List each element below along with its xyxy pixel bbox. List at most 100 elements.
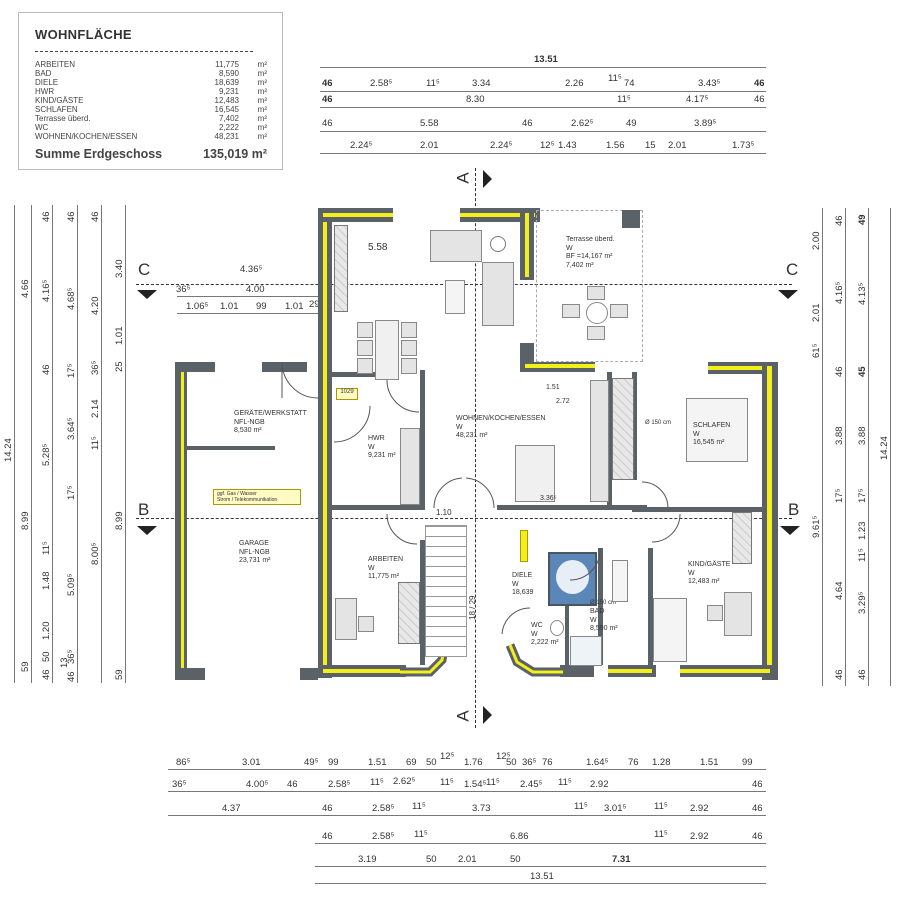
insulation	[460, 213, 535, 217]
dimension-label: 76	[628, 757, 639, 768]
dimension-label: 1.64⁵	[586, 757, 609, 768]
dimension-label: 61⁵	[811, 343, 822, 358]
dimension-label: 17⁵	[66, 363, 77, 378]
dimension-label: 46	[287, 779, 298, 790]
area-table-divider	[35, 51, 253, 52]
dining-table	[375, 320, 399, 380]
insulation	[708, 366, 772, 370]
dimension-line	[822, 208, 823, 686]
washbasin	[612, 560, 628, 602]
dimension-label: 11⁵	[41, 541, 52, 555]
dimension-label: 36⁵	[522, 757, 537, 768]
dimension-line	[315, 883, 766, 884]
dimension-label: 2.01	[668, 140, 687, 151]
dimension-label: 49	[857, 214, 868, 225]
dimension-label: 4.20	[90, 296, 101, 316]
wall	[607, 372, 612, 507]
utility-counter	[400, 428, 420, 505]
dimension-label: 4.16⁵	[41, 279, 52, 302]
dimension-label: 6.86	[510, 831, 529, 842]
dimension-label: 2.01	[811, 303, 822, 323]
section-label-b-right: B	[788, 500, 800, 519]
dimension-label: 3.88	[834, 426, 845, 446]
dimension-line	[320, 153, 766, 154]
dimension-label: 14.24	[3, 438, 14, 462]
dimension-line	[101, 205, 102, 683]
dimension-label: 3.01⁵	[604, 803, 627, 814]
dimension-label: 17⁵	[66, 485, 77, 500]
dimension-line	[168, 769, 766, 770]
dimension-label: 8.30	[466, 94, 485, 105]
section-label-c-left: C	[138, 260, 151, 279]
dimension-label: 12⁵	[440, 751, 455, 762]
dimension-label: 1.54⁵	[464, 779, 487, 790]
door-swing	[569, 549, 601, 581]
dimension-line	[177, 313, 320, 314]
double-door-swing	[433, 477, 495, 509]
dimension-line	[320, 131, 766, 132]
dimension-label: 3.19	[358, 854, 377, 865]
dimension-label: 46	[834, 669, 845, 680]
dimension-label: 2.92	[690, 831, 709, 842]
section-line-a	[475, 168, 476, 728]
dimension-label: 5.28⁵	[41, 443, 52, 466]
dimension-label: 46	[66, 671, 77, 682]
wall	[632, 507, 762, 512]
dimension-label: 3.40	[114, 259, 125, 279]
section-label-a-bottom: A	[453, 710, 473, 722]
door-swing	[651, 513, 681, 543]
wall	[560, 665, 594, 677]
wall	[175, 362, 215, 372]
insulation	[181, 366, 184, 672]
section-arrow-icon	[780, 526, 800, 535]
dimension-label: 1.51	[700, 757, 719, 768]
dimension-label: 1.20	[41, 621, 52, 641]
dimension-label: 2.24⁵	[350, 140, 373, 151]
dimension-label: 46	[322, 831, 333, 842]
terrace-table	[586, 302, 608, 324]
wall	[420, 370, 425, 510]
dimension-label: 50	[426, 757, 437, 768]
dimension-label: 8.99	[114, 511, 125, 531]
dimension-label: 4.64	[834, 581, 845, 601]
dimension-line	[320, 107, 766, 108]
kitchen-counter	[590, 380, 609, 502]
tall-cabinet	[612, 378, 634, 480]
wall	[420, 540, 425, 665]
insulation	[525, 364, 595, 368]
dimension-label: 11⁵	[370, 777, 384, 788]
insulation	[323, 213, 327, 675]
dimension-label: 46	[41, 211, 52, 222]
dimension-label: 74	[624, 78, 635, 89]
toilet	[550, 620, 564, 636]
dimension-label: 11⁵	[412, 801, 426, 812]
dimension-line	[14, 205, 15, 683]
dimension-label: 1.01	[114, 326, 125, 346]
dimension-label: 2.62⁵	[571, 118, 594, 129]
area-table-title: WOHNFLÄCHE	[35, 27, 132, 42]
stair-steps-label: 18 / 29	[468, 595, 477, 620]
dimension-line	[31, 205, 32, 683]
dimension-label: 13.51	[534, 54, 558, 65]
dimension-label: 2.58⁵	[372, 831, 395, 842]
dimension-label: 25	[114, 361, 125, 372]
dining-chair	[357, 358, 373, 374]
hwr-badge: 1029	[336, 388, 358, 400]
dimension-label: 1.10	[436, 508, 452, 517]
wall	[175, 668, 205, 680]
bay-window-wc	[505, 643, 563, 677]
dimension-line	[315, 866, 766, 867]
bed	[653, 598, 687, 662]
terrace-chair	[610, 304, 628, 318]
dimension-label: 1.06⁵	[186, 301, 209, 312]
dimension-label: 1.48	[41, 571, 52, 591]
dimension-line	[320, 67, 766, 68]
